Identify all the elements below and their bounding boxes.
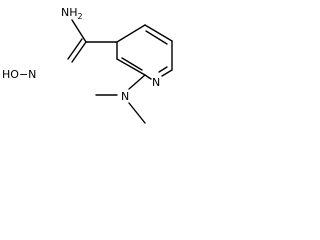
- bond-amidine-carbon-to-n-double-b: [67, 38, 83, 60]
- ring-bond-c3-c4: [116, 24, 146, 43]
- hydroxyimino-label: HO−N: [2, 68, 36, 81]
- chemical-structure: NH2 HO−N N N: [2, 6, 173, 124]
- bond-amidine-carbon-to-nh2: [71, 19, 87, 43]
- ring-bond-c2-c3: [116, 58, 146, 76]
- ring-bond-c2-c3-inner: [121, 57, 143, 71]
- bond-amidine-carbon-to-n-double-a: [71, 41, 87, 63]
- ring-bond-c4-c5-inner: [145, 30, 168, 45]
- ring-bond-c6-n1-inner: [158, 66, 168, 73]
- bond-dimethylamino-methyl-down: [128, 102, 146, 124]
- ring-bond-n1-c2: [144, 74, 152, 80]
- bond-ring-to-dimethylamino: [128, 74, 146, 90]
- dimethylamino-nitrogen-label: N: [121, 90, 129, 103]
- ring-bond-c6-n1: [161, 69, 173, 77]
- ring-nitrogen-label: N: [152, 76, 160, 89]
- amine-label: NH2: [61, 6, 83, 21]
- ring-bond-c4-c5: [144, 24, 173, 42]
